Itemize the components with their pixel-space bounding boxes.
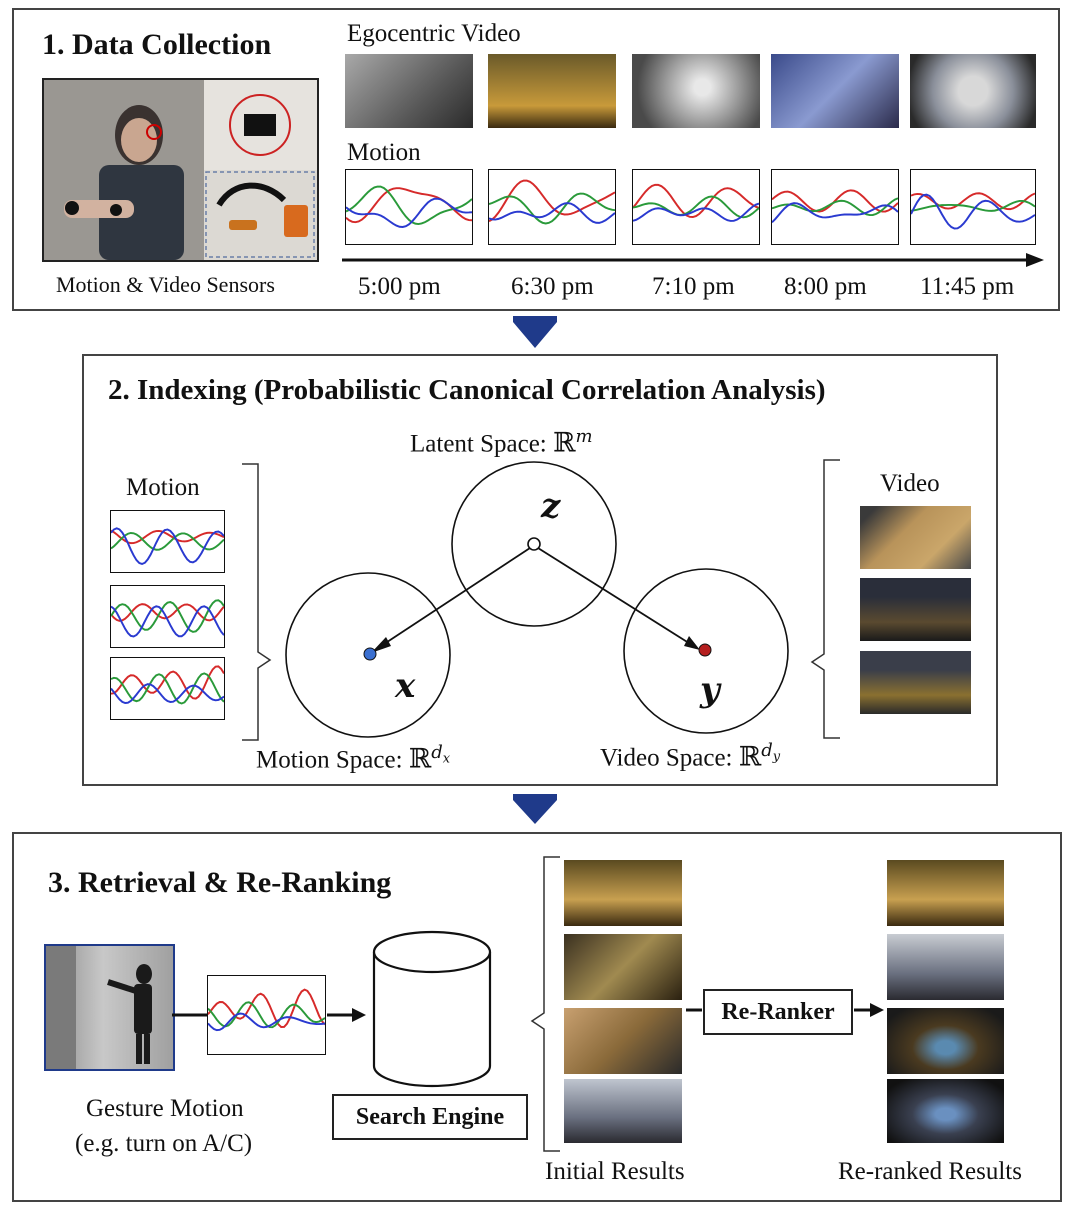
signal-trace [346, 185, 472, 226]
query-connector-arrows [172, 1008, 366, 1022]
latent-circle [451, 461, 617, 627]
video-frame-3 [632, 54, 760, 128]
motion-space-label: Motion Space: ℝdx [256, 742, 451, 775]
video-frame-4 [771, 54, 899, 128]
time-axis-arrow [342, 253, 1044, 267]
video-frame-1 [345, 54, 473, 128]
signal-trace [111, 599, 224, 633]
initial-results-label: Initial Results [545, 1158, 685, 1185]
video-frame-2 [488, 54, 616, 128]
signal-trace [911, 193, 1035, 230]
section1-title: 1. Data Collection [42, 28, 272, 61]
latent-space-label: Latent Space: ℝm [410, 426, 593, 459]
flow-arrow-down-1 [513, 316, 557, 348]
gesture-caption-line1: Gesture Motion [86, 1095, 244, 1122]
indexing-panel [82, 354, 998, 786]
signal-trace [111, 527, 224, 565]
gesture-photo [44, 944, 175, 1071]
signal-trace [772, 197, 898, 217]
motion-label-1: Motion [347, 139, 421, 166]
signal-trace [911, 192, 1035, 211]
motion-label-2: Motion [126, 474, 200, 501]
time-label-1: 5:00 pm [358, 273, 441, 300]
time-label-5: 11:45 pm [920, 273, 1015, 300]
index-motion-plot-2 [110, 585, 225, 648]
signal-trace [111, 672, 224, 705]
index-video-frame-3 [860, 651, 971, 714]
initial-result-2 [564, 934, 682, 1000]
gesture-motion-plot [207, 975, 326, 1055]
signal-trace [346, 197, 472, 228]
motion-plot-3 [632, 169, 760, 245]
pcca-diagram [285, 461, 789, 738]
signal-trace [489, 202, 615, 224]
signal-trace [489, 192, 615, 225]
search-engine-box: Search Engine [332, 1094, 528, 1140]
var-z: z [541, 486, 561, 526]
signal-trace [911, 199, 1035, 212]
y-node [698, 643, 712, 657]
video-circle [623, 568, 789, 734]
index-motion-plot-3 [110, 657, 225, 720]
egocentric-video-label: Egocentric Video [347, 20, 521, 47]
signal-trace [633, 195, 759, 219]
sensor-photo [42, 78, 319, 262]
signal-trace [633, 202, 759, 222]
z-node [527, 537, 541, 551]
x-node [363, 647, 377, 661]
motion-plot-1 [345, 169, 473, 245]
signal-trace [111, 529, 224, 545]
initial-result-1 [564, 860, 682, 926]
reranker-box: Re-Ranker [703, 989, 853, 1035]
var-x: x [395, 666, 416, 706]
reranked-result-2 [887, 934, 1004, 1000]
signal-trace [346, 187, 472, 224]
motion-plot-2 [488, 169, 616, 245]
index-motion-plot-1 [110, 510, 225, 573]
signal-trace [489, 179, 615, 223]
flow-arrow-down-2 [513, 794, 557, 824]
motion-plot-4 [771, 169, 899, 245]
initial-result-3 [564, 1008, 682, 1074]
reranked-results-label: Re-ranked Results [838, 1158, 1022, 1185]
var-y: y [700, 670, 720, 710]
time-label-2: 6:30 pm [511, 273, 594, 300]
signal-trace [633, 183, 759, 219]
database-icon [372, 930, 492, 1088]
signal-trace [772, 189, 898, 213]
signal-trace [111, 531, 224, 551]
section3-title: 3. Retrieval & Re-Ranking [48, 866, 392, 899]
video-frame-5 [910, 54, 1036, 128]
reranked-result-4 [887, 1079, 1004, 1143]
reranked-result-1 [887, 860, 1004, 926]
time-label-3: 7:10 pm [652, 273, 735, 300]
index-video-frame-1 [860, 506, 971, 569]
sensor-caption: Motion & Video Sensors [56, 272, 275, 297]
signal-trace [111, 605, 224, 638]
right-bracket [810, 459, 840, 739]
section2-title: 2. Indexing (Probabilistic Canonical Cor… [108, 374, 826, 406]
signal-trace [208, 988, 325, 1028]
left-bracket [242, 463, 272, 741]
results-bracket [530, 856, 560, 1152]
video-label-2: Video [880, 470, 940, 497]
time-label-4: 8:00 pm [784, 273, 867, 300]
rerank-connector-arrows [686, 1003, 884, 1017]
signal-trace [111, 665, 224, 700]
initial-result-4 [564, 1079, 682, 1143]
reranked-result-3 [887, 1008, 1004, 1074]
signal-trace [208, 1001, 325, 1029]
motion-circle [285, 572, 451, 738]
motion-plot-5 [910, 169, 1036, 245]
signal-trace [772, 202, 898, 224]
gesture-caption-line2: (e.g. turn on A/C) [75, 1130, 253, 1157]
signal-trace [208, 1012, 325, 1032]
signal-trace [111, 683, 224, 705]
index-video-frame-2 [860, 578, 971, 641]
video-space-label: Video Space: ℝdy [600, 740, 781, 773]
